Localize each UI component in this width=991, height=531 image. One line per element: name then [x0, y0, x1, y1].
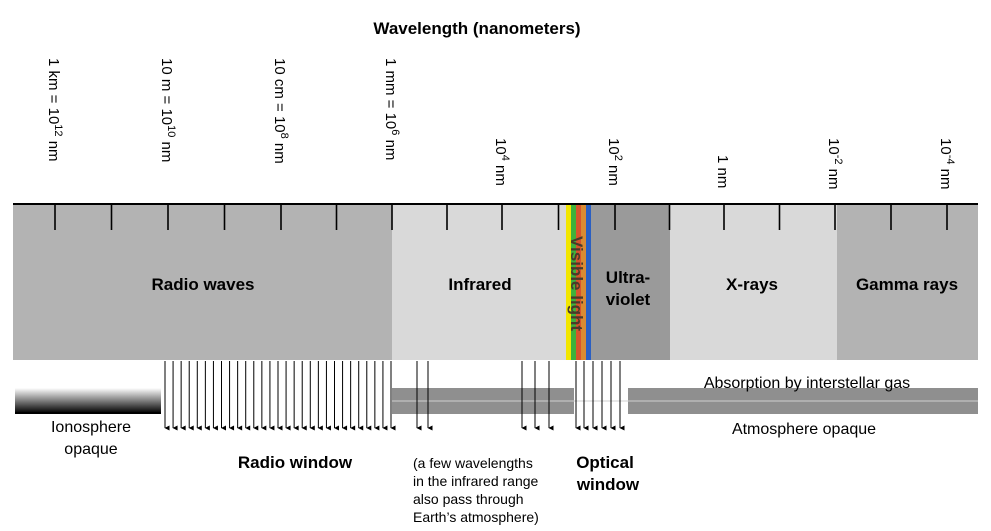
radio-window-label: Radio window	[238, 453, 353, 472]
tick-labels: 1 km = 1012 nm 10 m = 1010 nm 10 cm = 108 …	[45, 58, 956, 189]
svg-text:1 mm = 106 nm: 1 mm = 106 nm	[382, 58, 401, 160]
transmission-arrows	[164, 361, 625, 431]
tick-label: 10 m = 1010 nm	[158, 58, 177, 162]
radio-band	[13, 203, 392, 360]
tick-label: 104 nm	[492, 138, 511, 186]
xrays-label: X-rays	[726, 275, 778, 294]
visible-band	[566, 203, 592, 360]
ultraviolet-label-line2: violet	[606, 290, 651, 309]
tick-label: 1 mm = 106 nm	[382, 58, 401, 160]
ir-note-line1: (a few wavelengths	[413, 455, 533, 471]
svg-text:1 km = 1012 nm: 1 km = 1012 nm	[45, 58, 64, 162]
infrared-band	[392, 203, 566, 360]
radio-waves-label: Radio waves	[152, 275, 255, 294]
ir-note-line2: in the infrared range	[413, 473, 539, 489]
gamma-rays-label: Gamma rays	[856, 275, 958, 294]
infrared-label: Infrared	[448, 275, 511, 294]
gamma-band	[837, 203, 978, 360]
ir-note-line4: Earth’s atmosphere)	[413, 509, 539, 525]
svg-text:1 nm: 1 nm	[714, 155, 731, 188]
ultraviolet-band	[591, 203, 670, 360]
optical-window-label-line1: Optical	[576, 453, 634, 472]
svg-text:104 nm: 104 nm	[492, 138, 511, 186]
ionosphere-gradient	[15, 388, 161, 413]
optical-window-label-line2: window	[576, 475, 640, 494]
interstellar-gas-label: Absorption by interstellar gas	[704, 375, 910, 392]
tick-label: 1 km = 1012 nm	[45, 58, 64, 162]
visible-stripe	[586, 203, 592, 360]
visible-stripe	[576, 203, 582, 360]
tick-marks	[54, 204, 948, 230]
tick-label: 102 nm	[605, 138, 624, 186]
svg-text:10-2 nm: 10-2 nm	[825, 138, 844, 189]
ionosphere-label-line1: Ionosphere	[51, 419, 131, 436]
tick-label: 10-4 nm	[937, 138, 956, 189]
svg-text:10-4 nm: 10-4 nm	[937, 138, 956, 189]
svg-text:102 nm: 102 nm	[605, 138, 624, 186]
ultraviolet-label-line1: Ultra-	[606, 268, 650, 287]
ir-note-line3: also pass through	[413, 491, 524, 507]
visible-stripe	[566, 203, 572, 360]
visible-stripe	[571, 203, 577, 360]
tick-label: 1 nm	[714, 155, 731, 188]
atmosphere-opaque-label: Atmosphere opaque	[732, 421, 876, 438]
tick-label: 10 cm = 108 nm	[271, 58, 290, 164]
visible-stripe	[581, 203, 587, 360]
visible-light-label: Visible light	[567, 236, 586, 331]
xray-band	[670, 203, 837, 360]
axis-title: Wavelength (nanometers)	[373, 19, 580, 38]
svg-text:10 m = 1010 nm: 10 m = 1010 nm	[158, 58, 177, 162]
svg-text:10 cm = 108 nm: 10 cm = 108 nm	[271, 58, 290, 164]
tick-label: 10-2 nm	[825, 138, 844, 189]
ionosphere-label-line2: opaque	[64, 441, 117, 458]
spectrum-bands	[13, 203, 978, 360]
